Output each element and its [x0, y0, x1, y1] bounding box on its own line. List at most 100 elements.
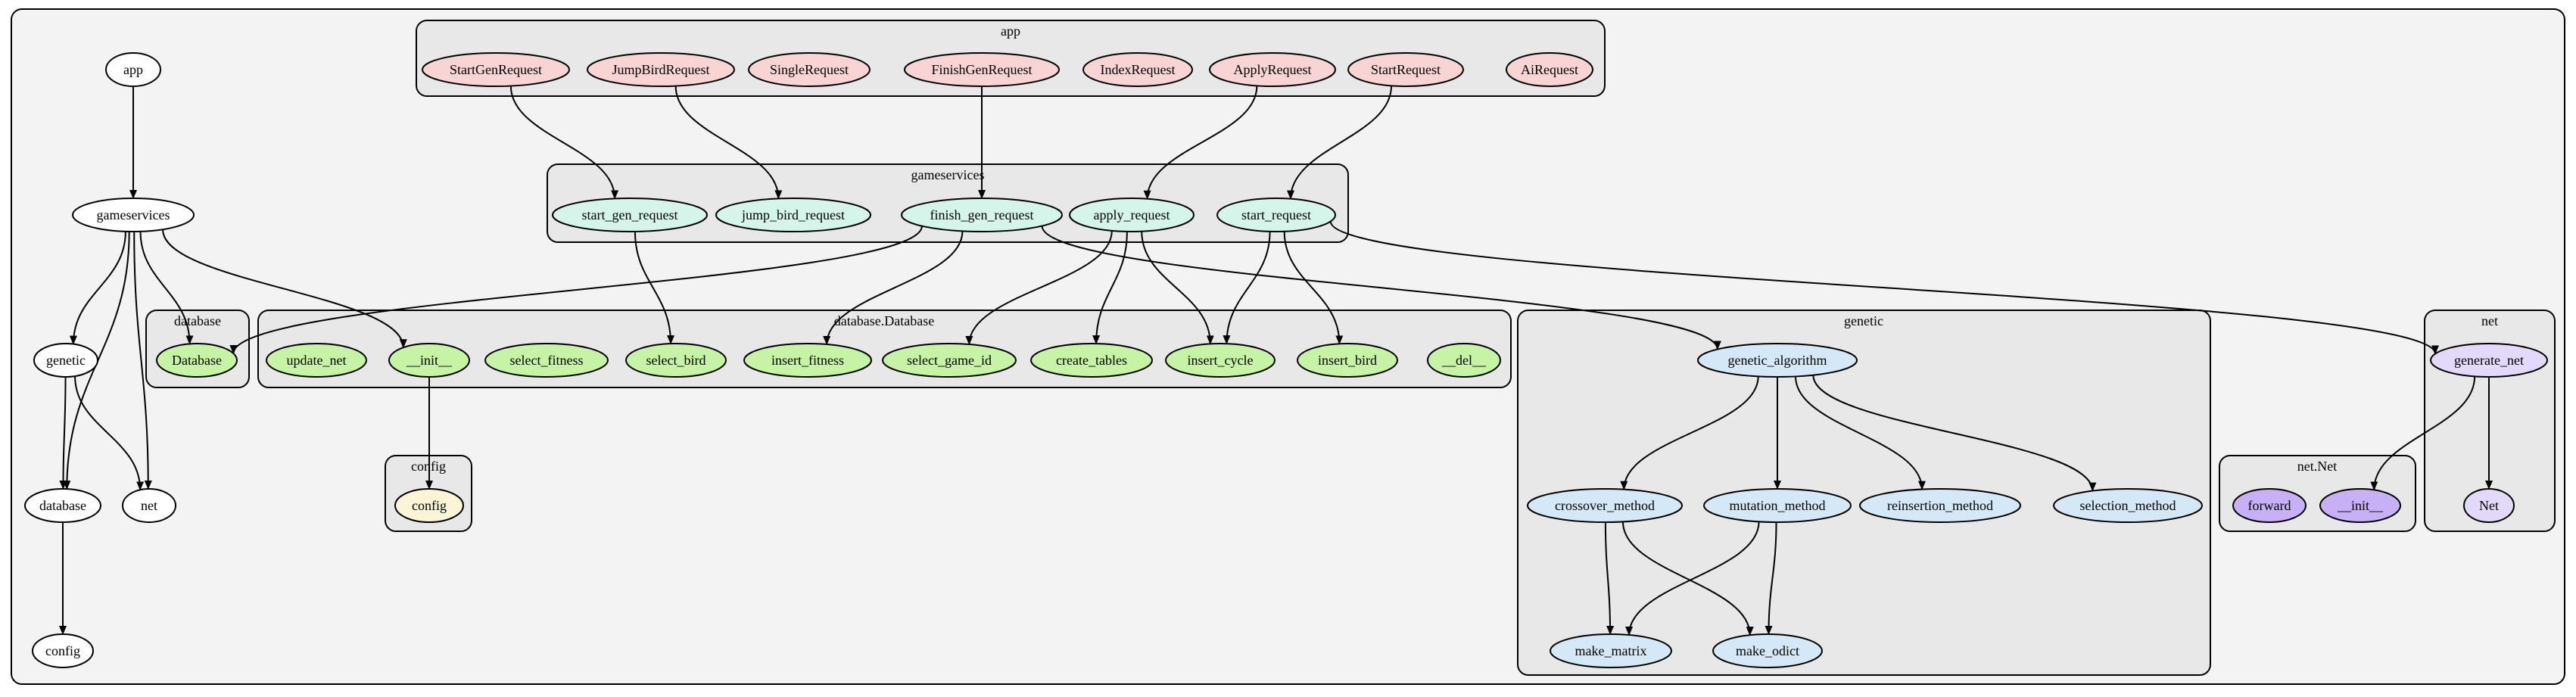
node-ellipse[interactable] [1209, 52, 1336, 87]
node-jumpbirdrequest[interactable]: JumpBirdRequest [587, 52, 735, 87]
node-label: genetic_algorithm [1728, 353, 1827, 368]
node-config-fn[interactable]: config [394, 488, 464, 523]
node-ellipse[interactable] [2319, 488, 2401, 523]
node-ellipse[interactable] [901, 198, 1063, 232]
node-finishgenrequest[interactable]: FinishGenRequest [904, 52, 1060, 87]
node-label: finish_gen_request [930, 207, 1034, 222]
node-ellipse[interactable] [422, 52, 570, 87]
node-select-fitness[interactable]: select_fitness [484, 343, 609, 378]
node-label: __del__ [1441, 353, 1487, 368]
node-ellipse[interactable] [552, 198, 708, 232]
node-label: insert_fitness [771, 353, 844, 368]
node-apply-request[interactable]: apply_request [1069, 198, 1195, 232]
node-forward[interactable]: forward [2232, 488, 2307, 523]
node-make-matrix[interactable]: make_matrix [1550, 633, 1672, 668]
node-ellipse[interactable] [743, 343, 872, 378]
node-startgenrequest[interactable]: StartGenRequest [422, 52, 570, 87]
node-ellipse[interactable] [1712, 633, 1823, 668]
node-ellipse[interactable] [587, 52, 735, 87]
node-ellipse[interactable] [1165, 343, 1276, 378]
node-net-init[interactable]: __init__ [2319, 488, 2401, 523]
node-ellipse[interactable] [1082, 52, 1193, 87]
node-label: jump_bird_request [741, 207, 845, 222]
node-select-bird[interactable]: select_bird [625, 343, 727, 378]
edge-crossover-method-to-make-odict [1621, 521, 1754, 636]
node-ellipse[interactable] [1527, 488, 1683, 523]
node-ellipse[interactable] [1506, 52, 1593, 87]
node-reinsertion-method[interactable]: reinsertion_method [1859, 488, 2021, 523]
node-ellipse[interactable] [24, 488, 101, 523]
node-database[interactable]: Database [156, 343, 238, 378]
node-m-config[interactable]: config [32, 633, 94, 668]
node-airequest[interactable]: AiRequest [1506, 52, 1593, 87]
node-ellipse[interactable] [2430, 343, 2548, 378]
edge-genetic-algorithm-to-crossover-method [1620, 376, 1759, 490]
node-m-genetic[interactable]: genetic [33, 343, 98, 378]
node-m-gameservices[interactable]: gameservices [72, 198, 195, 232]
node-generate-net[interactable]: generate_net [2430, 343, 2548, 378]
node-singlerequest[interactable]: SingleRequest [748, 52, 871, 87]
node-ellipse[interactable] [72, 198, 195, 232]
node-jump-bird-request[interactable]: jump_bird_request [715, 198, 871, 232]
node-ellipse[interactable] [1427, 343, 1501, 378]
node-ellipse[interactable] [1216, 198, 1336, 232]
node-startrequest[interactable]: StartRequest [1347, 52, 1464, 87]
node-insert-bird[interactable]: insert_bird [1297, 343, 1398, 378]
node-ellipse[interactable] [1859, 488, 2021, 523]
node-ellipse[interactable] [388, 343, 470, 378]
node-ellipse[interactable] [625, 343, 727, 378]
node-applyrequest[interactable]: ApplyRequest [1209, 52, 1336, 87]
node-ellipse[interactable] [33, 343, 98, 378]
node-label: SingleRequest [770, 62, 849, 77]
node-start-gen-request[interactable]: start_gen_request [552, 198, 708, 232]
node-ellipse[interactable] [1550, 633, 1672, 668]
node-label: make_odict [1736, 643, 1799, 658]
node-start-request[interactable]: start_request [1216, 198, 1336, 232]
node-ellipse[interactable] [122, 488, 176, 523]
node-ellipse[interactable] [394, 488, 464, 523]
node-ellipse[interactable] [715, 198, 871, 232]
node-m-net[interactable]: net [122, 488, 176, 523]
node-ellipse[interactable] [1347, 52, 1464, 87]
cluster-label: app [1001, 23, 1020, 39]
node-label: config [45, 643, 80, 658]
node-finish-gen-request[interactable]: finish_gen_request [901, 198, 1063, 232]
node-ellipse[interactable] [1297, 343, 1398, 378]
node-select-game-id[interactable]: select_game_id [882, 343, 1017, 378]
node-ellipse[interactable] [748, 52, 871, 87]
node-label: create_tables [1056, 353, 1127, 368]
node-label: __init__ [2337, 498, 2384, 513]
edge-start-request-to-insert-bird [1283, 231, 1344, 345]
node-make-odict[interactable]: make_odict [1712, 633, 1823, 668]
node-ellipse[interactable] [1069, 198, 1195, 232]
node-indexrequest[interactable]: IndexRequest [1082, 52, 1193, 87]
node-m-app[interactable]: app [105, 52, 161, 87]
node-ellipse[interactable] [2232, 488, 2307, 523]
node-selection-method[interactable]: selection_method [2053, 488, 2203, 523]
node-ellipse[interactable] [266, 343, 367, 378]
node-db-init[interactable]: __init__ [388, 343, 470, 378]
node-ellipse[interactable] [484, 343, 609, 378]
node-crossover-method[interactable]: crossover_method [1527, 488, 1683, 523]
node-create-tables[interactable]: create_tables [1030, 343, 1153, 378]
node-m-database[interactable]: database [24, 488, 101, 523]
node-ellipse[interactable] [156, 343, 238, 378]
node-ellipse[interactable] [105, 52, 161, 87]
node-ellipse[interactable] [882, 343, 1017, 378]
node-ellipse[interactable] [2463, 488, 2515, 523]
node-ellipse[interactable] [1030, 343, 1153, 378]
node-ellipse[interactable] [1703, 488, 1852, 523]
node-ellipse[interactable] [2053, 488, 2203, 523]
node-insert-cycle[interactable]: insert_cycle [1165, 343, 1276, 378]
node-ellipse[interactable] [1697, 343, 1858, 378]
edge-finish-gen-request-to-genetic-algorithm [1041, 226, 1721, 350]
node-net[interactable]: Net [2463, 488, 2515, 523]
node-ellipse[interactable] [32, 633, 94, 668]
node-db-del[interactable]: __del__ [1427, 343, 1501, 378]
node-insert-fitness[interactable]: insert_fitness [743, 343, 872, 378]
node-ellipse[interactable] [904, 52, 1060, 87]
node-mutation-method[interactable]: mutation_method [1703, 488, 1852, 523]
node-genetic-algorithm[interactable]: genetic_algorithm [1697, 343, 1858, 378]
node-label: StartRequest [1371, 62, 1441, 77]
node-update-net[interactable]: update_net [266, 343, 367, 378]
